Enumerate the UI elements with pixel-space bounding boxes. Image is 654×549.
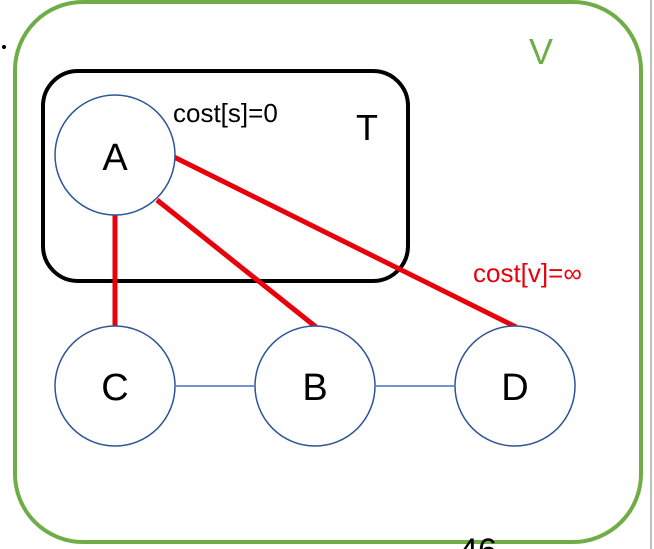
node-c: C [54, 325, 176, 447]
node-c-label: C [101, 367, 128, 409]
node-d-label: D [501, 367, 528, 409]
node-b-circle [254, 325, 376, 447]
node-a-label: A [102, 137, 128, 179]
node-b: B [254, 325, 376, 447]
node-d: D [454, 325, 576, 447]
node-c-circle [54, 325, 176, 447]
outer-set-box [13, 0, 643, 544]
edge-a-b [155, 198, 318, 329]
edge-a-d [170, 153, 518, 330]
edges-group [112, 153, 518, 387]
page-number: 46 [459, 532, 497, 549]
outer-set-label: V [529, 31, 553, 72]
node-a: A [54, 94, 176, 216]
node-b-label: B [302, 367, 327, 409]
other-cost-label: cost[v]=∞ [473, 258, 582, 288]
bullet-dot [2, 45, 6, 49]
node-a-circle [54, 94, 176, 216]
node-d-circle [454, 325, 576, 447]
inner-set-box [41, 69, 410, 283]
source-cost-label: cost[s]=0 [173, 98, 278, 128]
inner-set-label: T [356, 107, 378, 148]
